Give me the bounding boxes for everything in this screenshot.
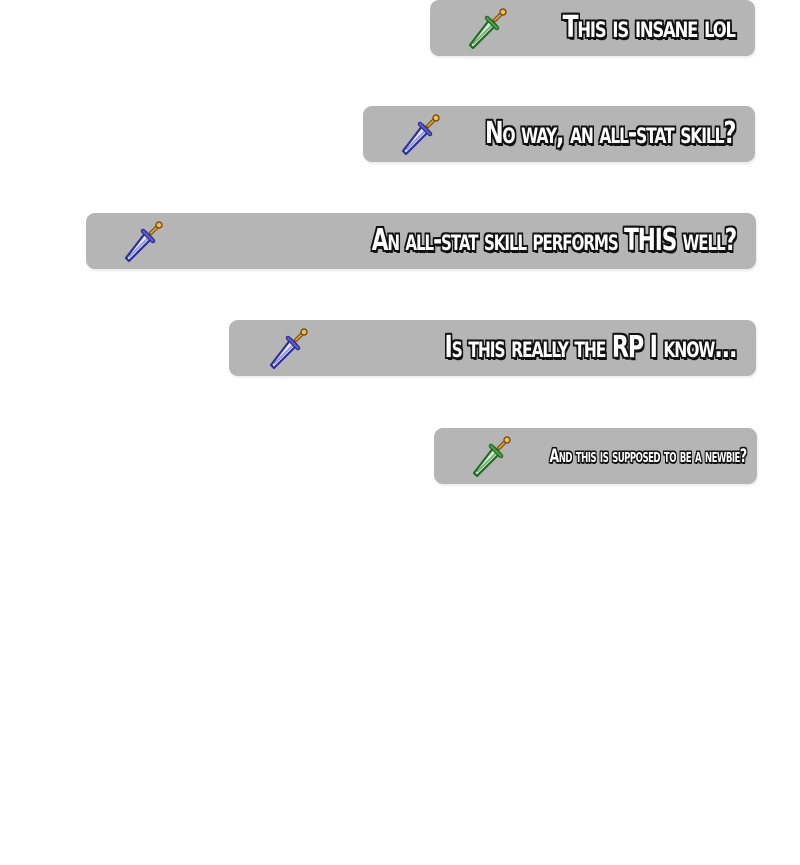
chat-message-text: This is insane lol	[562, 10, 736, 45]
sword-icon	[464, 5, 510, 51]
sword-icon	[397, 111, 443, 157]
chat-message-text: And this is supposed to be a newbie?	[549, 445, 748, 467]
sword-icon	[265, 325, 311, 371]
chat-message-text: Is this really the RP I know...	[444, 330, 737, 365]
chat-message: And this is supposed to be a newbie?	[434, 428, 757, 484]
chat-message-text: No way, an all-stat skill?	[484, 116, 736, 151]
chat-message: An all-stat skill performs THIS well?	[86, 213, 756, 269]
sword-icon	[468, 433, 514, 479]
chat-message: Is this really the RP I know...	[229, 320, 756, 376]
chat-message: This is insane lol	[430, 0, 755, 56]
chat-message-text: An all-stat skill performs THIS well?	[371, 223, 737, 258]
sword-icon	[120, 218, 166, 264]
chat-message: No way, an all-stat skill?	[363, 106, 755, 162]
